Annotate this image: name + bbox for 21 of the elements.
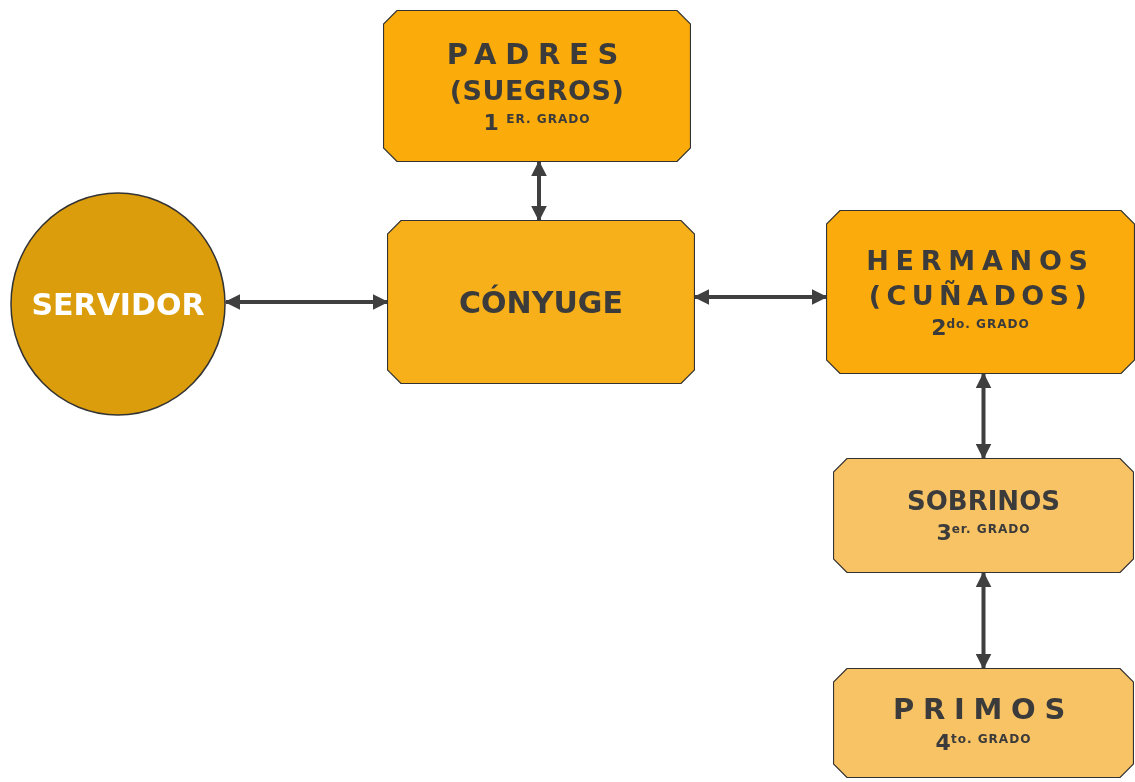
node-text: 1 $^{ER. GRADO}$ xyxy=(483,110,591,135)
double-arrow xyxy=(531,160,547,222)
node-title: SOBRINOS xyxy=(907,486,1060,516)
node-title: CÓNYUGE xyxy=(459,284,623,320)
double-arrow xyxy=(975,571,992,670)
circle-node xyxy=(10,192,226,416)
node-text: 3$^{er. GRADO}$ xyxy=(936,520,1031,545)
octagon-box xyxy=(387,220,695,384)
node-text: 2$^{do. GRADO}$ xyxy=(931,314,1030,340)
double-arrow xyxy=(975,372,992,460)
node-text: 4$^{to. GRADO}$ xyxy=(935,729,1032,755)
node-text: (SUEGROS) xyxy=(449,75,625,106)
octagon-box xyxy=(383,10,691,162)
node-title: HERMANOS xyxy=(866,244,1095,276)
node-title: SERVIDOR xyxy=(31,286,205,322)
node-title: PRIMOS xyxy=(893,691,1074,726)
octagon-box xyxy=(833,458,1134,573)
node-title: PADRES xyxy=(446,37,628,71)
octagon-box xyxy=(833,668,1134,778)
node-text: (CUÑADOS) xyxy=(868,279,1093,311)
octagon-box xyxy=(826,210,1135,374)
